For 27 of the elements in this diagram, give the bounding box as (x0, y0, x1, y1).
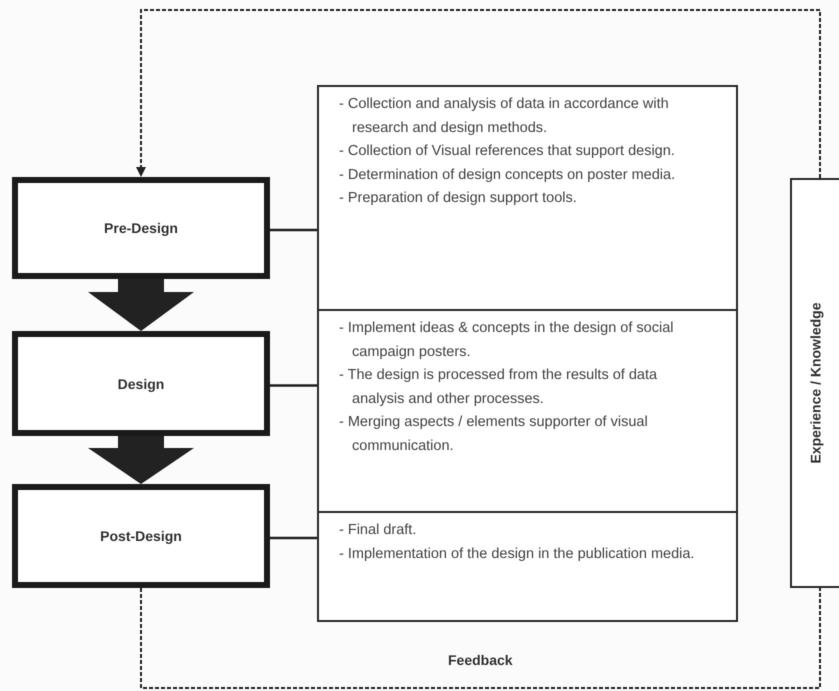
bullet-text: - Merging aspects / elements supporter of visual communication. (339, 413, 649, 456)
phase-box (12, 484, 270, 588)
phase-box (12, 331, 270, 436)
bullet-text: - Preparation of design support tools. (339, 189, 578, 208)
phase-label: Design (118, 376, 164, 392)
bullet-text: - Collection of Visual references that support design. (339, 142, 676, 161)
description-box (317, 309, 738, 513)
bullet-text: - The design is processed from the results of data analysis and other processes. (339, 366, 658, 408)
bullet-text: - Implement ideas & concepts in the design of social campaign posters. (339, 319, 674, 362)
bullet-text: - Final draft. (339, 521, 418, 540)
vertical-label: Experience / Knowledge (808, 302, 824, 464)
connector-line (270, 384, 317, 387)
phase-label: Post-Design (100, 528, 182, 544)
bullet-text: - Implementation of the design in the publication media. (339, 544, 696, 564)
block-arrow (88, 436, 194, 484)
phase-label: Pre-Design (104, 220, 178, 236)
description-box (317, 85, 738, 311)
bullet-text: - Collection and analysis of data in accordance with research and design methods. (339, 95, 670, 138)
block-arrow (88, 279, 194, 331)
connector-line (270, 228, 317, 232)
description-box (317, 511, 738, 622)
phase-box (12, 177, 270, 279)
connector-line (270, 536, 317, 540)
feedback-arrow (136, 9, 821, 178)
bullet-text: - Determination of design concepts on poster media. (339, 166, 676, 184)
edge-label: Feedback (446, 652, 515, 668)
side-box (790, 178, 839, 588)
